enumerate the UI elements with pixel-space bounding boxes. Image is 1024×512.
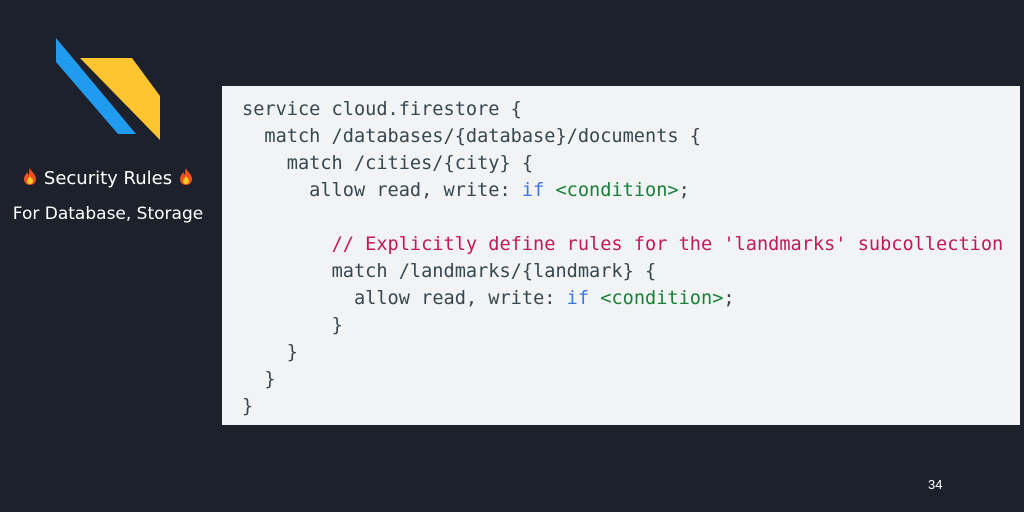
slide-title-text: Security Rules [43, 168, 173, 189]
code-indent [242, 153, 287, 174]
code-token-plain [589, 288, 600, 309]
code-indent [242, 234, 332, 255]
code-token-plain: ; [723, 288, 735, 309]
code-token-plain: } [331, 315, 343, 336]
code-line [242, 204, 1003, 231]
code-line: } [242, 393, 1003, 420]
flutter-logo-icon [56, 38, 160, 140]
code-line: allow read, write: if <condition>; [242, 177, 1003, 204]
code-token-plain: service cloud.firestore { [242, 99, 522, 120]
code-indent [242, 126, 264, 147]
code-token-plain: } [286, 342, 298, 363]
code-token-string: <condition> [555, 180, 679, 201]
code-line: match /cities/{city} { [242, 150, 1003, 177]
code-token-keyword: if [566, 288, 590, 309]
code-line: match /databases/{database}/documents { [242, 123, 1003, 150]
slide-title: Security Rules [0, 166, 216, 192]
code-panel: service cloud.firestore { match /databas… [222, 86, 1020, 425]
code-line: } [242, 366, 1003, 393]
code-token-comment: // Explicitly define rules for the 'land… [331, 234, 1004, 255]
code-token-plain: } [242, 396, 254, 417]
logo-blue-bar [56, 38, 136, 134]
fire-right-icon [179, 168, 192, 185]
code-indent [242, 342, 287, 363]
code-line: service cloud.firestore { [242, 96, 1003, 123]
code-line: match /landmarks/{landmark} { [242, 258, 1003, 285]
code-token-plain: match /cities/{city} { [286, 153, 534, 174]
code-token-plain: match /databases/{database}/documents { [264, 126, 701, 147]
code-token-plain: match /landmarks/{landmark} { [331, 261, 657, 282]
logo-yellow-bar [80, 58, 160, 140]
code-indent [242, 315, 332, 336]
code-token-plain: allow read, write: [353, 288, 567, 309]
slide-subtitle: For Database, Storage [12, 204, 204, 224]
fire-left-icon [24, 168, 37, 185]
page-number: 34 [928, 477, 943, 492]
code-token-string: <condition> [600, 288, 724, 309]
code-indent [242, 261, 332, 282]
code-line: } [242, 339, 1003, 366]
code-indent [242, 180, 309, 201]
code-line: // Explicitly define rules for the 'land… [242, 231, 1004, 258]
code-indent [242, 288, 354, 309]
code-line: } [242, 312, 1003, 339]
code-block: service cloud.firestore { match /databas… [242, 96, 1003, 420]
code-indent [242, 369, 264, 390]
code-token-plain: } [264, 369, 276, 390]
code-token-keyword: if [521, 180, 545, 201]
code-token-plain [544, 180, 555, 201]
code-token-plain: allow read, write: [309, 180, 522, 201]
code-token-plain: ; [678, 180, 690, 201]
code-line: allow read, write: if <condition>; [242, 285, 1003, 312]
